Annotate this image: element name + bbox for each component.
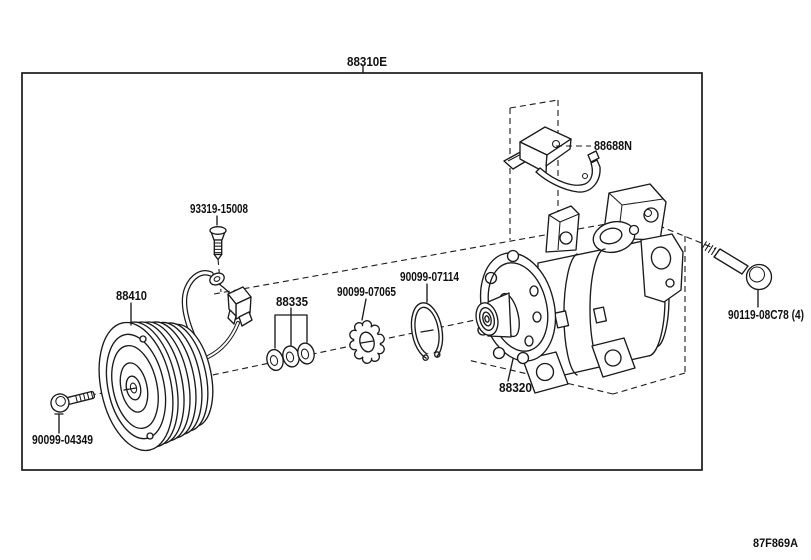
compressor-drawing — [475, 183, 684, 394]
label-shims-88335: 88335 — [276, 295, 308, 309]
label-bracket-88688n: 88688N — [594, 139, 632, 153]
shim-drawing — [266, 342, 315, 372]
axis-center-dashes — [123, 329, 434, 391]
label-compressor-88320: 88320 — [499, 381, 532, 395]
snap-ring-drawing — [410, 302, 444, 364]
rear-bolt-drawing — [701, 241, 773, 291]
label-snapring-90099-07114: 90099-07114 — [400, 270, 459, 284]
part-labels: 88310E 88688N 93319-15008 88410 90099-04… — [32, 55, 804, 550]
label-bolt-90119-08c78: 90119-08C78 (4) — [728, 308, 804, 322]
front-bolt-drawing — [50, 390, 96, 413]
leader-lines — [54, 65, 759, 434]
diagram-frame-box — [21, 72, 703, 471]
label-washer-90099-07065: 90099-07065 — [337, 285, 396, 299]
seal-washer-drawing — [349, 320, 385, 364]
figure-code: 87F869A — [753, 536, 798, 550]
label-assembly-88310e: 88310E — [347, 55, 387, 69]
lead-wire-drawing — [181, 270, 253, 359]
bracket-drawing — [503, 126, 601, 193]
screw-drawing — [209, 226, 227, 261]
label-bolt-90099-04349: 90099-04349 — [32, 433, 93, 447]
label-screw-93319-15008: 93319-15008 — [190, 202, 248, 216]
magnet-clutch-drawing — [98, 321, 214, 452]
label-clutch-88410: 88410 — [116, 289, 147, 303]
